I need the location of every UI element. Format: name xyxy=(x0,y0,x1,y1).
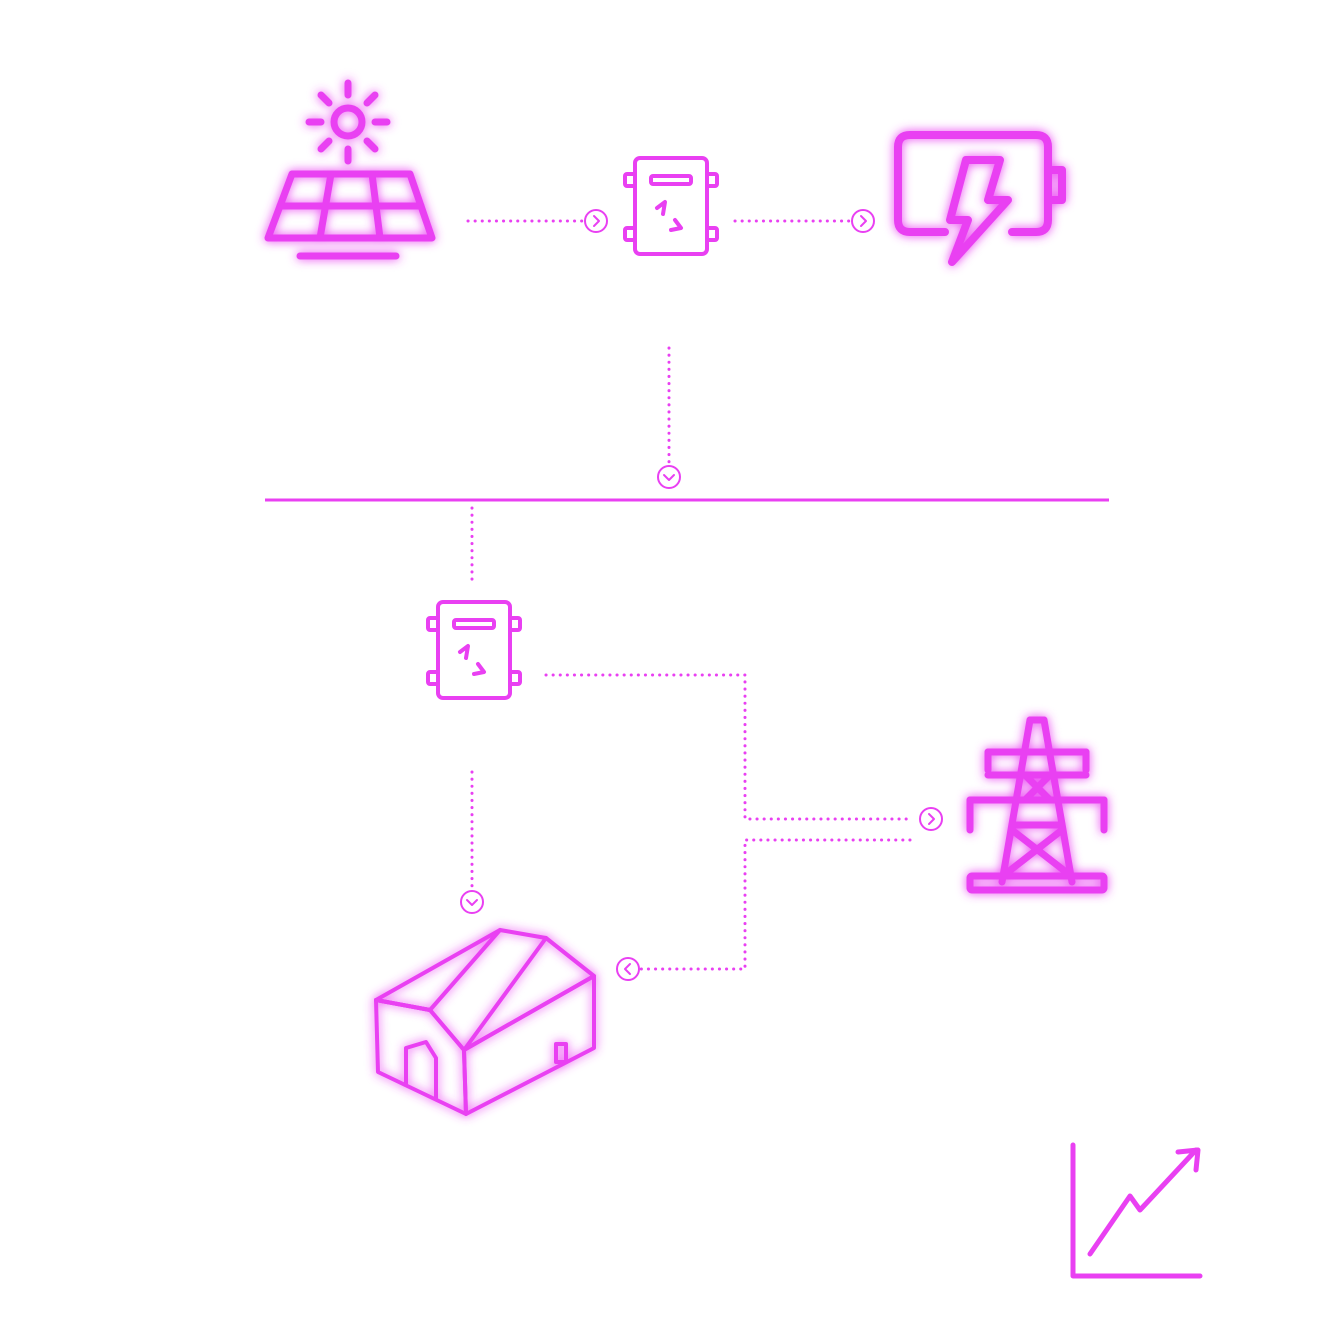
sun-icon xyxy=(305,79,391,165)
arrow-left-icon xyxy=(616,957,640,981)
battery-charging-icon xyxy=(894,131,1066,266)
arrow-right-icon xyxy=(584,209,608,233)
transmission-tower-icon xyxy=(966,716,1108,894)
trend-chart-icon xyxy=(1070,1142,1203,1279)
arrow-right-icon xyxy=(851,209,875,233)
inverter-icon xyxy=(623,156,719,256)
connector-tower-to-warehouse xyxy=(638,838,912,971)
arrow-down-icon xyxy=(460,890,484,914)
arrow-down-icon xyxy=(657,465,681,489)
arrow-right-icon xyxy=(919,807,943,831)
inverter-icon xyxy=(426,600,522,700)
warehouse-icon xyxy=(374,928,596,1116)
connector-inverter-to-tower xyxy=(544,673,914,821)
connectors xyxy=(466,219,914,971)
solar-panel-icon xyxy=(264,79,436,260)
